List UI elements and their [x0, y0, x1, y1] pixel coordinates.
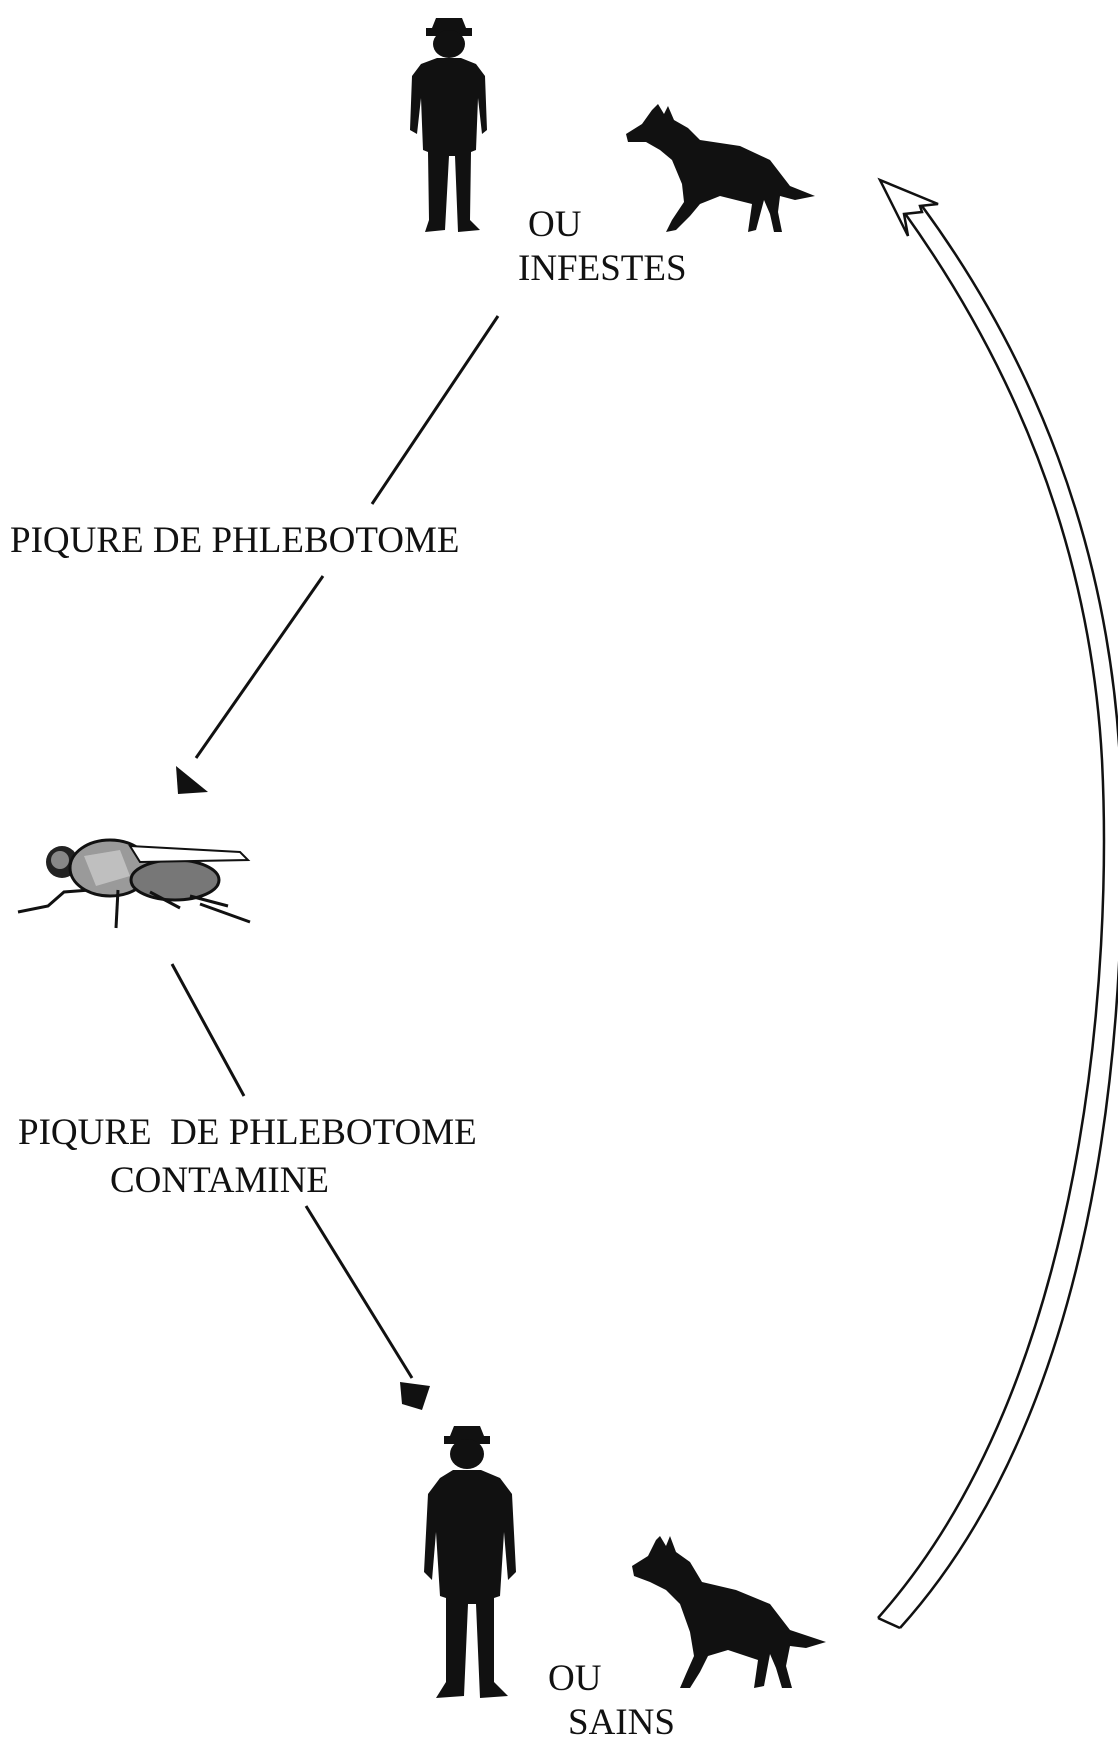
lower-bite-label-line2: CONTAMINE [110, 1162, 329, 1199]
top-infested-label: INFESTES [518, 250, 687, 287]
bottom-or-label: OU [548, 1660, 601, 1697]
return-cycle-arrow [878, 180, 1118, 1628]
sandfly-icon [18, 840, 250, 928]
lower-bite-label-line1: PIQURE DE PHLEBOTOME [18, 1114, 477, 1151]
upper-bite-label: PIQURE DE PHLEBOTOME [10, 522, 460, 559]
bottom-person-icon [424, 1426, 516, 1698]
bottom-dog-icon [632, 1536, 826, 1688]
top-person-icon [410, 18, 487, 232]
top-dog-icon [626, 104, 815, 232]
bottom-healthy-label: SAINS [568, 1704, 675, 1741]
top-or-label: OU [528, 206, 581, 243]
